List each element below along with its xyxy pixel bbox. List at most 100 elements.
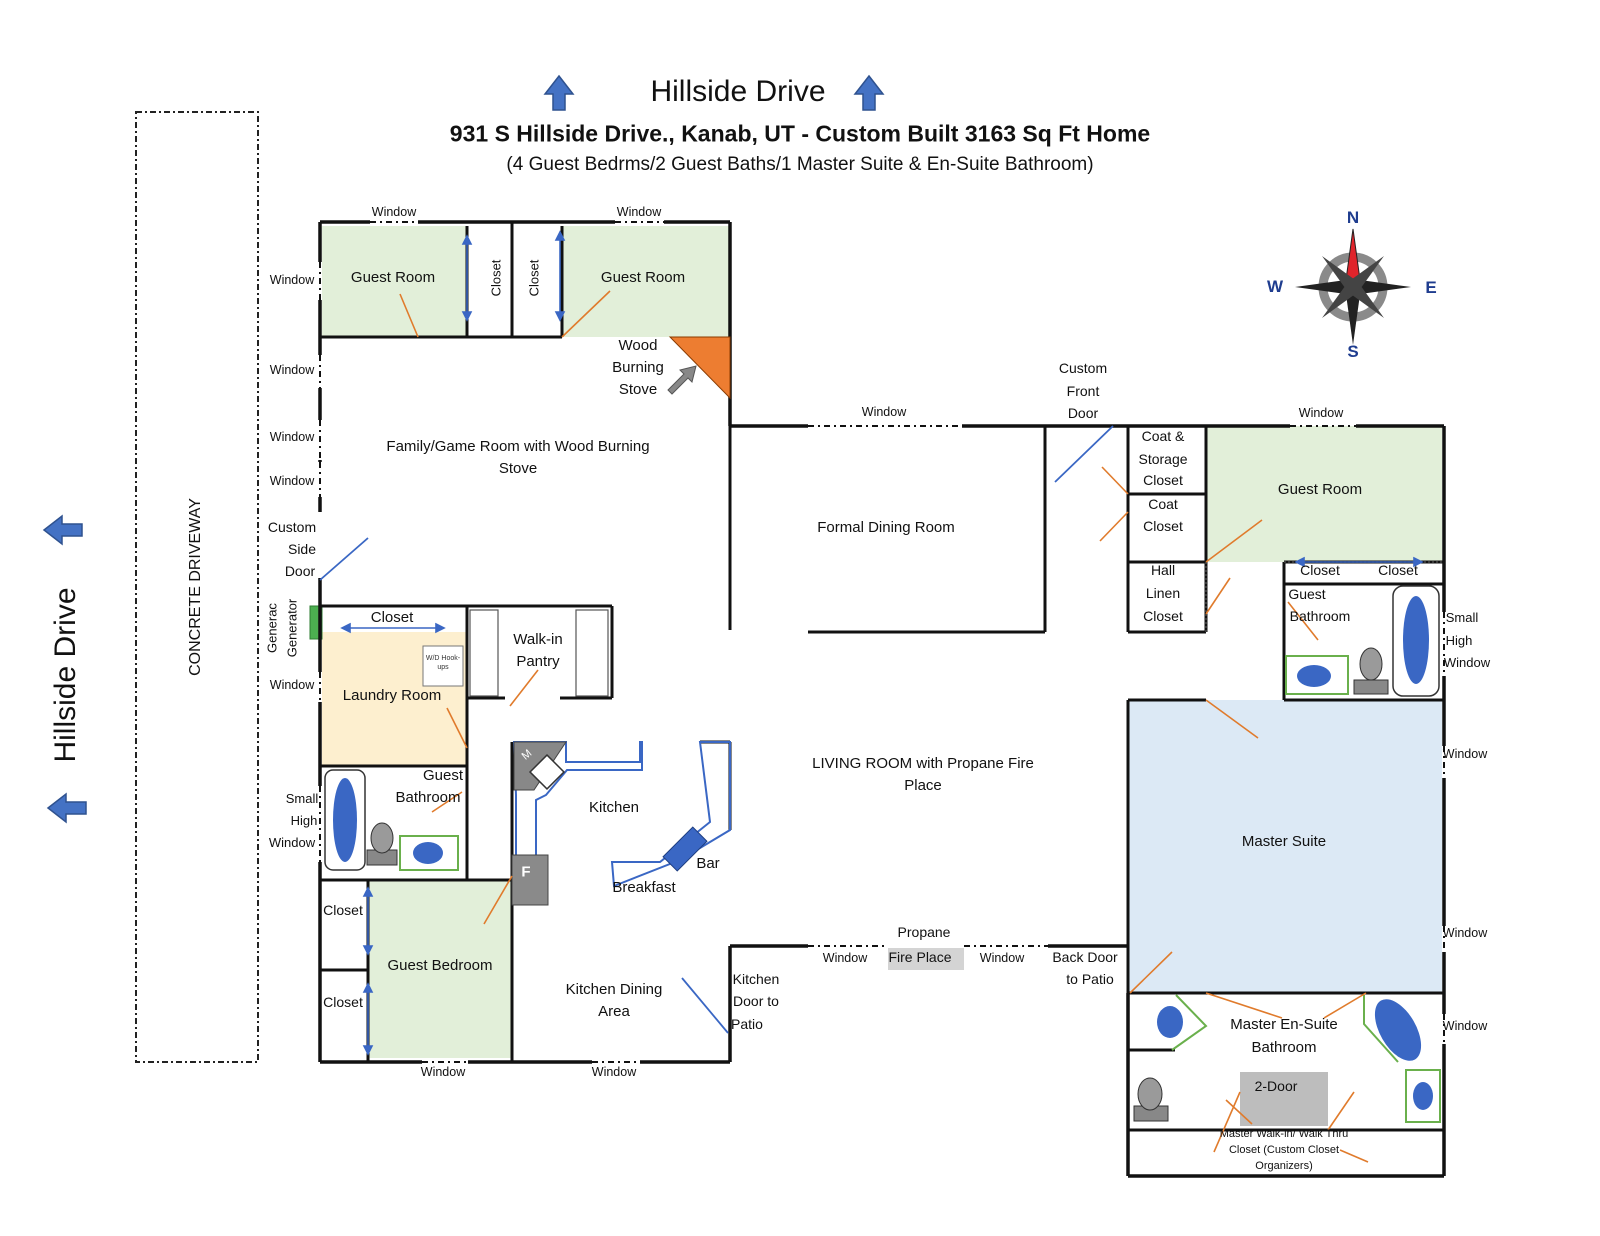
stove-arrow-icon [667,365,697,395]
hall-linen-label-1: Hall [1150,562,1176,578]
toilet-e [1359,647,1383,681]
pantry-label-1: Walk-in [513,631,563,648]
living-room-label-2: Place [904,777,942,794]
kitchen-door-label-1: Kitchen [732,971,780,987]
window-label: Window [420,1065,466,1079]
wood-stove-label-1: Wood [618,337,658,354]
guest-room-nw-fill [322,226,467,337]
window-label: Window [822,951,868,965]
fridge-label: F [521,863,531,881]
toilet-m [1137,1077,1163,1111]
kitchen-label: Kitchen [588,799,640,816]
compass-e: E [1425,278,1437,297]
closet-e1-label: Closet [1300,562,1340,578]
home-summary: (4 Guest Bedrms/2 Guest Baths/1 Master S… [506,154,1094,175]
window-label: Window [269,273,315,287]
sink [662,826,708,872]
window-label: Window [1442,747,1488,761]
cooktop [528,753,566,791]
family-room-label-2: Stove [498,460,538,477]
family-room-label-1: Family/Game Room with Wood Burning [386,438,650,455]
kitchen-dining-label-1: Kitchen Dining [565,981,663,998]
toilet-w [370,822,394,854]
fire-place-label: Fire Place [888,949,952,965]
fireplace-box [888,948,964,970]
breakfast-label: Breakfast [612,879,676,896]
guest-room-n-label: Guest Room [600,269,686,286]
wood-stove [668,336,731,400]
small-high-window-e-2: High [1445,633,1473,648]
small-high-window-w-3: Window [268,835,316,850]
generator-label-2: Generator [284,598,300,658]
sink-w [413,842,443,864]
side-door-label-3: Door [284,563,316,579]
bar-label: Bar [696,855,720,872]
master-vanity-1 [1171,994,1208,1051]
closet-n2-label: Closet [526,259,542,297]
guest-bedroom-label: Guest Bedroom [387,957,493,974]
vanity-w [399,835,459,871]
window-label: Window [979,951,1025,965]
compass-w: W [1266,277,1284,296]
tub-e-outline [1392,585,1440,697]
compass-s: S [1347,342,1359,361]
guest-bedroom-fill [368,880,512,1058]
coat-storage-label-1: Coat & [1141,428,1185,444]
closet-sw1-label: Closet [323,902,363,918]
master-sink-1 [1157,1006,1183,1038]
guest-room-e-label: Guest Room [1277,481,1363,498]
guest-bath-w-label-2: Bathroom [395,789,461,806]
ext-door-swings [319,425,1114,1034]
walk-in-label-3: Organizers) [1255,1160,1313,1172]
master-bath-label-1: Master En-Suite [1230,1016,1338,1033]
wd-hookups-label: W/D Hook-ups [425,655,461,671]
walk-in-label-1: Master Walk-in/ Walk Thru [1219,1128,1349,1140]
window-label: Window [861,405,907,419]
small-high-window-e-3: Window [1443,655,1491,670]
front-door-label-1: Custom [1058,360,1108,376]
sink-e [1297,665,1331,687]
closet-n1-label: Closet [488,259,504,297]
street-arrows [42,74,885,824]
guest-bath-w-label-1: Guest [422,767,464,784]
window-label: Window [1442,1019,1488,1033]
closet-arrows [340,230,1424,1056]
guest-bath-e-label-1: Guest [1288,586,1326,602]
compass-rose [1295,228,1411,345]
back-door-label-1: Back Door [1052,949,1118,965]
front-door-label-2: Front [1066,383,1100,399]
laundry-closet-label: Closet [370,609,414,626]
wood-stove-label-2: Burning [612,359,664,376]
shower-drain [1413,1082,1433,1110]
kitchen-door-label-3: Patio [731,1016,763,1032]
door-swings [399,290,1369,1163]
living-room-label-1: LIVING ROOM with Propane Fire [812,755,1034,772]
master-bath-label-2: Bathroom [1251,1039,1317,1056]
guest-bath-e-label-2: Bathroom [1289,608,1351,624]
propane-label: Propane [897,924,951,940]
tub-w-outline [324,769,366,871]
window-label: Window [269,678,315,692]
interior-walls [320,222,1444,1132]
tub-e [1403,596,1429,684]
two-door-cabinet [1240,1072,1328,1126]
coat-closet-label-1: Coat [1148,496,1178,512]
window-label: Window [371,205,417,219]
master-tub [1374,999,1422,1061]
guest-room-n-fill [562,226,730,337]
side-street-label: Hillside Drive [49,587,82,763]
small-high-window-e-1: Small [1445,610,1479,625]
kitchen-dining-label-2: Area [598,1003,630,1020]
window-label: Window [1442,926,1488,940]
pantry-label-2: Pantry [516,653,560,670]
coat-storage-label-2: Storage [1138,451,1188,467]
window-label: Window [269,474,315,488]
side-door-label-2: Side [287,541,317,557]
window-label: Window [269,430,315,444]
two-door-label: 2-Door [1254,1078,1298,1094]
walk-in-label-2: Closet (Custom Closet [1228,1144,1340,1156]
fridge [511,854,549,906]
walls [318,220,1446,1178]
address-title: 931 S Hillside Drive., Kanab, UT - Custo… [449,120,1151,147]
